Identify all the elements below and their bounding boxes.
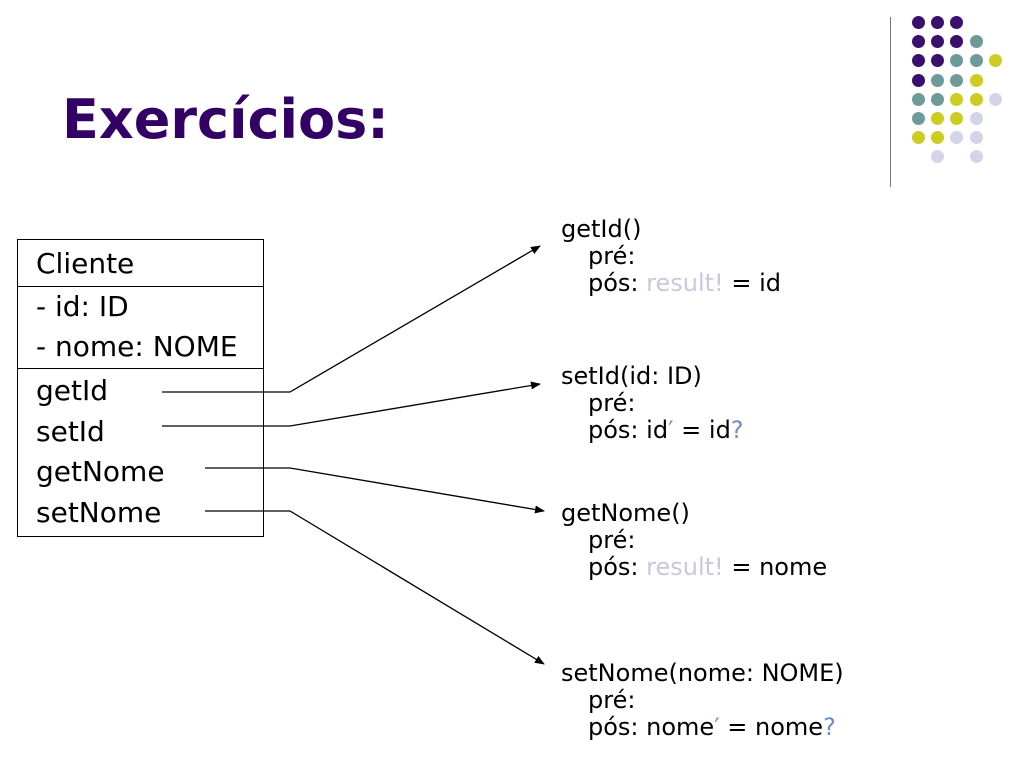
- spec-signature: getId(): [561, 215, 642, 243]
- decorative-dot: [969, 150, 983, 164]
- decorative-dot-grid: [0, 0, 1024, 200]
- decorative-dot: [912, 131, 925, 145]
- decorative-dot: [950, 112, 964, 125]
- decorative-dot: [931, 112, 945, 125]
- spec-signature: getNome(): [561, 499, 690, 527]
- decorative-dot: [931, 54, 945, 68]
- spec-pre: pré:: [588, 526, 636, 554]
- spec-pre: pré:: [588, 242, 636, 270]
- decorative-dot: [969, 54, 983, 68]
- decorative-dot: [969, 73, 983, 87]
- decorative-dot: [950, 131, 964, 145]
- uml-attribute-nome: - nome: NOME: [36, 330, 238, 363]
- decorative-dot: [950, 54, 964, 68]
- decorative-dot: [950, 92, 964, 106]
- spec-signature: setId(id: ID): [561, 362, 702, 390]
- spec-setnome: setNome(nome: NOME) pré: pós: nome′ = no…: [561, 660, 844, 741]
- decorative-dot: [931, 150, 945, 164]
- uml-class-name: Cliente: [36, 247, 135, 280]
- arrow-setnome: [205, 510, 545, 665]
- decorative-dot: [950, 73, 964, 87]
- decorative-dot: [912, 54, 925, 68]
- decorative-dot: [912, 112, 925, 125]
- decorative-dot: [988, 54, 1002, 68]
- spec-pos: pós: id′ = id?: [588, 416, 744, 444]
- uml-class-name-section: Cliente: [18, 240, 263, 287]
- arrow-setid: [162, 381, 541, 427]
- spec-pos: pós: result! = id: [588, 269, 781, 297]
- spec-setid: setId(id: ID) pré: pós: id′ = id?: [561, 363, 744, 444]
- arrow-getnome: [205, 467, 545, 514]
- uml-operation-setid: setId: [36, 414, 105, 448]
- spec-pos: pós: result! = nome: [588, 553, 828, 581]
- decorative-dot: [969, 112, 983, 125]
- spec-getid: getId() pré: pós: result! = id: [561, 216, 781, 297]
- arrow-getid: [162, 245, 541, 393]
- decorative-dot: [950, 35, 964, 49]
- decorative-dot: [912, 73, 925, 87]
- decorative-dot: [931, 92, 945, 106]
- spec-signature: setNome(nome: NOME): [561, 659, 844, 687]
- decorative-dot: [988, 92, 1002, 106]
- slide-title: Exercícios:: [62, 88, 389, 151]
- uml-operations-section: getId setId getNome setNome: [18, 369, 263, 533]
- decorative-dot: [912, 35, 925, 49]
- uml-attribute-id: - id: ID: [36, 290, 129, 323]
- spec-getnome: getNome() pré: pós: result! = nome: [561, 500, 827, 581]
- uml-operation-getid: getId: [36, 374, 109, 407]
- decorative-dot: [931, 131, 945, 145]
- spec-pre: pré:: [588, 686, 636, 714]
- decorative-dot: [931, 73, 945, 87]
- decorative-dot: [912, 92, 925, 106]
- decorative-dot: [969, 35, 983, 49]
- uml-operation-getnome: getNome: [36, 455, 165, 488]
- uml-operation-setnome: setNome: [36, 495, 162, 529]
- decorative-dot: [912, 16, 925, 29]
- decorative-dot: [969, 131, 983, 145]
- decorative-divider: [890, 17, 891, 187]
- decorative-dot: [931, 35, 945, 49]
- decorative-dot: [931, 16, 945, 29]
- spec-pre: pré:: [588, 389, 636, 417]
- decorative-dot: [969, 92, 983, 106]
- decorative-dot: [950, 16, 964, 29]
- uml-class-box: Cliente - id: ID - nome: NOME getId setI…: [17, 239, 264, 537]
- uml-attributes-section: - id: ID - nome: NOME: [18, 287, 263, 369]
- spec-pos: pós: nome′ = nome?: [588, 713, 836, 741]
